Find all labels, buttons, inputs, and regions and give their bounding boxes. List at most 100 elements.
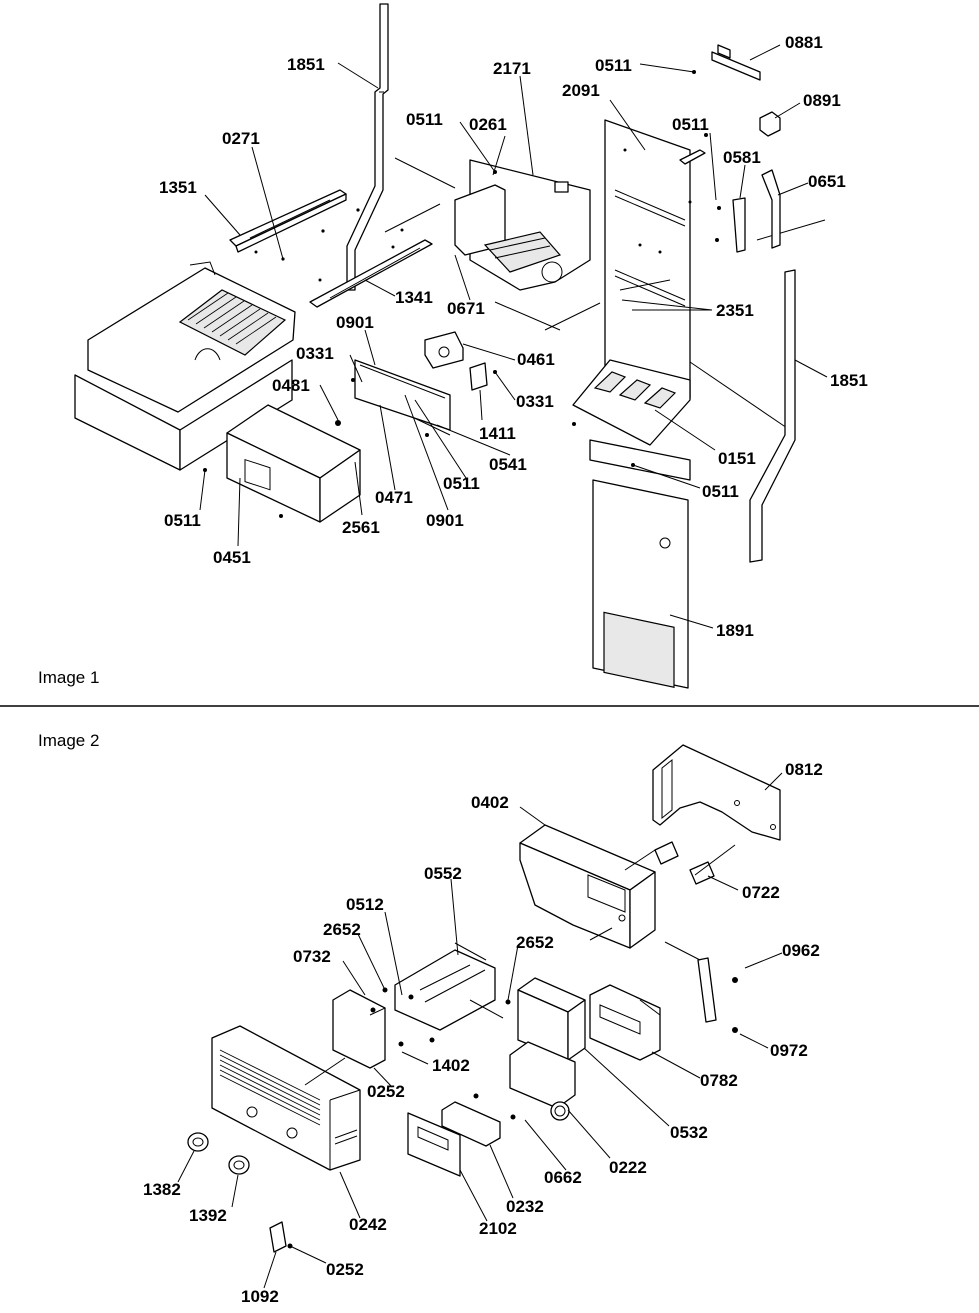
callout-label: 0722 [742, 883, 780, 902]
callout-labels-image2: 0812 0402 0722 0552 0512 2652 2652 0732 … [143, 760, 823, 1306]
part-1891-front-panel [589, 439, 691, 689]
callout-labels-image1: 1851 2171 0511 0881 0271 0511 0261 2091 … [159, 33, 868, 640]
callout-label: 1351 [159, 178, 197, 197]
callout-label: 0732 [293, 947, 331, 966]
section-title: Image 2 [38, 731, 99, 750]
callout-label: 2652 [323, 920, 361, 939]
part-0151-chute [572, 359, 691, 446]
callout-label: 1092 [241, 1287, 279, 1306]
callout-label: 0901 [336, 313, 374, 332]
callout-label: 1341 [395, 288, 433, 307]
callout-label: 0532 [670, 1123, 708, 1142]
callout-label: 2102 [479, 1219, 517, 1238]
part-0671-ice-maker [454, 159, 591, 291]
part-0461-switch [424, 331, 464, 369]
callout-label: 0512 [346, 895, 384, 914]
callout-label: 2091 [562, 81, 600, 100]
part-2351-back-panel [604, 119, 706, 399]
alignment-lines-image2 [304, 844, 736, 1086]
callout-label: 0511 [443, 474, 480, 493]
part-1092-clip [269, 1221, 287, 1253]
callout-label: 2561 [342, 518, 380, 537]
callout-label: 0252 [326, 1260, 364, 1279]
callout-label: 0402 [471, 793, 509, 812]
callout-label: 1411 [479, 424, 516, 443]
callout-label: 0451 [213, 548, 251, 567]
callout-label: 1851 [830, 371, 868, 390]
callout-label: 0782 [700, 1071, 738, 1090]
part-1851-right-trim [749, 269, 796, 563]
part-0901-plate [354, 359, 451, 431]
part-1351-rail [229, 189, 360, 261]
part-0891-clip [759, 111, 781, 137]
callout-label: 0662 [544, 1168, 582, 1187]
section-title: Image 1 [38, 668, 99, 687]
part-1411-bracket [469, 362, 488, 391]
image1-diagram: 1851 2171 0511 0881 0271 0511 0261 2091 … [38, 3, 868, 689]
part-0881-bracket [711, 44, 761, 81]
callout-label: 0252 [367, 1082, 405, 1101]
fasteners-image1 [203, 70, 721, 518]
callout-label: 0881 [785, 33, 823, 52]
image2-diagram: Image 2 [38, 731, 823, 1306]
callout-label: 0511 [595, 56, 632, 75]
callout-label: 0242 [349, 1215, 387, 1234]
part-0651-strip [761, 169, 781, 249]
callout-label: 1382 [143, 1180, 181, 1199]
callout-label: 1851 [287, 55, 325, 74]
part-0812-bracket [652, 744, 781, 841]
callout-label: 0232 [506, 1197, 544, 1216]
callout-label: 0812 [785, 760, 823, 779]
callout-label: 0471 [375, 488, 413, 507]
callout-label: 0891 [803, 91, 841, 110]
part-0722-spacer [654, 841, 715, 885]
callout-label: 0671 [447, 299, 485, 318]
part-1382-knob [187, 1132, 209, 1152]
callout-label: 0222 [609, 1158, 647, 1177]
callout-label: 0651 [808, 172, 846, 191]
part-2102-plate [407, 1112, 461, 1177]
callout-label: 1891 [716, 621, 754, 640]
callout-label: 1392 [189, 1206, 227, 1225]
leader-lines-image1 [199, 44, 828, 629]
callout-label: 0461 [517, 350, 555, 369]
part-0232-lever [441, 1101, 501, 1147]
part-0552-bracket [394, 949, 496, 1031]
fasteners-image2 [287, 977, 738, 1249]
part-1392-knob [228, 1155, 250, 1175]
part-0962-link [697, 957, 717, 1023]
callout-label: 0901 [426, 511, 464, 530]
part-0732-cover [332, 989, 386, 1069]
ice-bucket-assembly [74, 261, 296, 471]
callout-label: 2652 [516, 933, 554, 952]
part-0581-retainer [732, 197, 746, 253]
callout-label: 2171 [493, 59, 531, 78]
callout-label: 0261 [469, 115, 507, 134]
part-0222-actuator [509, 1041, 576, 1121]
callout-label: 0331 [516, 392, 554, 411]
callout-label: 0151 [718, 449, 756, 468]
callout-label: 0972 [770, 1041, 808, 1060]
part-0242-front-panel [211, 1025, 361, 1171]
callout-label: 0541 [489, 455, 527, 474]
part-1851-left-trim [346, 3, 389, 291]
callout-label: 1402 [432, 1056, 470, 1075]
callout-label: 0481 [272, 376, 310, 395]
callout-label: 0581 [723, 148, 761, 167]
callout-label: 0511 [702, 482, 739, 501]
callout-label: 0552 [424, 864, 462, 883]
ice-bucket-grille [187, 292, 277, 345]
part-1341-rail [309, 228, 433, 308]
callout-label: 0271 [222, 129, 260, 148]
leader-lines-image2 [177, 772, 783, 1289]
part-0402-housing [519, 824, 656, 949]
part-0782-trim [589, 984, 661, 1061]
callout-label: 0511 [406, 110, 443, 129]
panel-vent-grille [219, 1049, 321, 1126]
callout-label: 0511 [672, 115, 709, 134]
callout-label: 0511 [164, 511, 201, 530]
part-0451-housing [226, 404, 361, 523]
callout-label: 0331 [296, 344, 334, 363]
